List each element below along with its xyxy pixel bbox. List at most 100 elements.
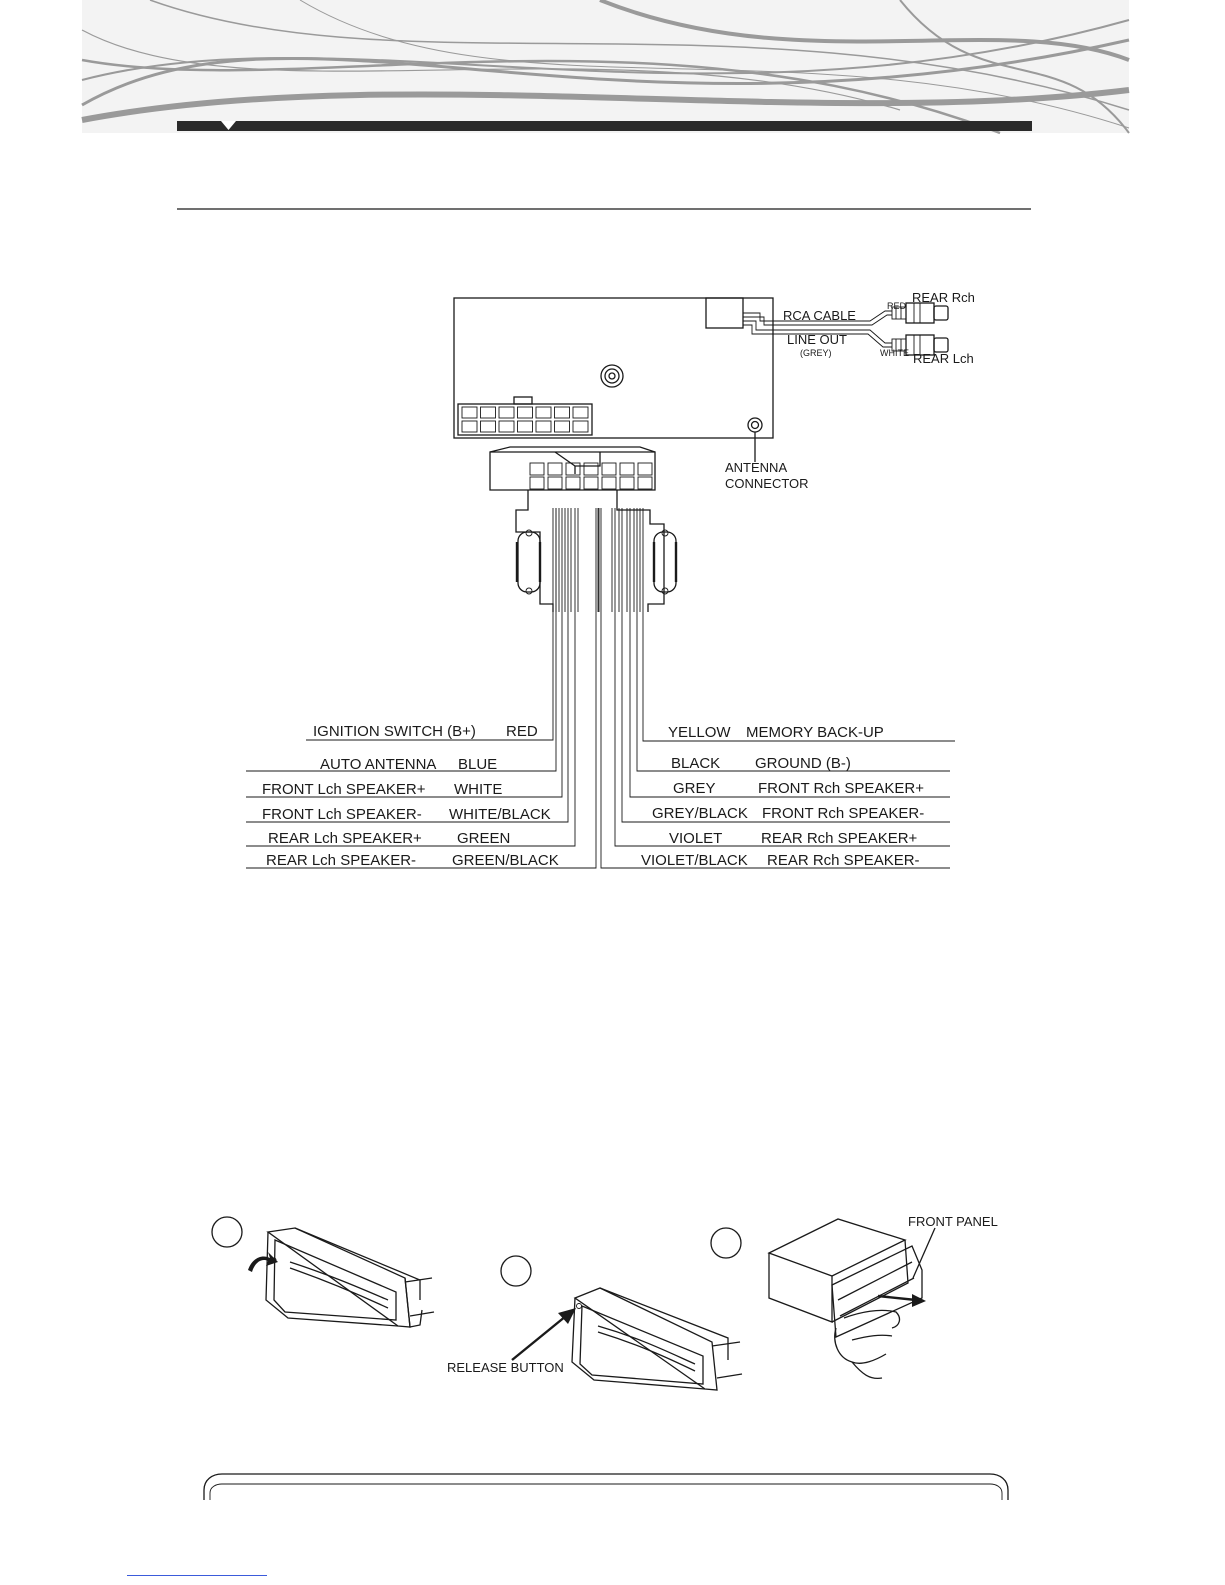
wire-label-right: VIOLET REAR Rch SPEAKER+ bbox=[669, 830, 918, 847]
step-1-marker bbox=[211, 1216, 243, 1248]
wire-right-color: YELLOW bbox=[668, 724, 731, 741]
release-button-label: RELEASE BUTTON bbox=[447, 1360, 564, 1375]
front-panel-label: FRONT PANEL bbox=[908, 1214, 998, 1229]
hand-illustration bbox=[834, 1309, 901, 1380]
flip-arrow bbox=[248, 1252, 278, 1272]
plug-pin bbox=[529, 462, 545, 476]
header-bar bbox=[177, 121, 1032, 131]
wire-left-function: REAR Lch SPEAKER- bbox=[266, 852, 416, 869]
line-out-port bbox=[705, 297, 744, 329]
socket-pin bbox=[535, 420, 552, 433]
plug-pin bbox=[637, 462, 653, 476]
release-arrow-head bbox=[558, 1308, 576, 1324]
header-notch bbox=[221, 121, 236, 130]
plug-pin bbox=[601, 476, 617, 490]
socket-pin bbox=[517, 420, 533, 433]
rear-lch-label: REAR Lch bbox=[913, 351, 974, 366]
plug-pin bbox=[583, 476, 599, 490]
step-2-marker bbox=[500, 1255, 532, 1287]
panel-step-3: FRONT PANEL bbox=[710, 1214, 998, 1380]
wire-label-left: REAR Lch SPEAKER- GREEN/BLACK bbox=[266, 852, 559, 869]
socket-pin bbox=[554, 406, 570, 419]
fuse-connector bbox=[600, 364, 624, 388]
rca-cable-label: RCA CABLE bbox=[783, 308, 856, 323]
socket-pin bbox=[480, 420, 496, 433]
step-3-marker bbox=[710, 1227, 742, 1259]
wire-left bbox=[246, 508, 557, 772]
line-out-color-label: (GREY) bbox=[800, 348, 832, 358]
wire-label-left: REAR Lch SPEAKER+ GREEN bbox=[268, 830, 510, 847]
wire-label-left: IGNITION SWITCH (B+) RED bbox=[313, 723, 538, 740]
wire-left-color: GREEN/BLACK bbox=[452, 852, 559, 869]
plug-pin bbox=[529, 476, 545, 490]
socket-pin bbox=[535, 406, 552, 419]
panel-step-2: RELEASE BUTTON bbox=[447, 1255, 743, 1391]
socket-pin bbox=[572, 406, 589, 419]
rca-cable: RCA CABLE LINE OUT (GREY) RED WHITE REAR… bbox=[743, 290, 975, 366]
pull-arrow-head bbox=[912, 1294, 926, 1307]
front-panel-illustration-1 bbox=[265, 1227, 435, 1328]
wiring-harness-plug bbox=[246, 446, 955, 869]
wire-label-left: FRONT Lch SPEAKER- WHITE/BLACK bbox=[262, 806, 551, 823]
ferrite-left bbox=[515, 529, 542, 595]
right-wire-labels: YELLOW MEMORY BACK-UP BLACK GROUND (B-) … bbox=[641, 724, 924, 869]
wire-left-color: RED bbox=[506, 723, 538, 740]
wire-right-color: GREY bbox=[673, 780, 716, 797]
panel-step-1 bbox=[211, 1216, 435, 1328]
wire-right-function: REAR Rch SPEAKER+ bbox=[761, 830, 918, 847]
rca-red-label: RED bbox=[887, 301, 907, 311]
ferrite-right bbox=[652, 529, 678, 595]
wire-label-left: FRONT Lch SPEAKER+ WHITE bbox=[262, 781, 502, 798]
wire-label-left: AUTO ANTENNA BLUE bbox=[320, 756, 497, 773]
socket-pin bbox=[498, 420, 515, 433]
wire-label-right: VIOLET/BLACK REAR Rch SPEAKER- bbox=[641, 852, 920, 869]
line-out-label: LINE OUT bbox=[787, 332, 847, 347]
wire-left-function: REAR Lch SPEAKER+ bbox=[268, 830, 422, 847]
wire-right-function: GROUND (B-) bbox=[755, 755, 851, 772]
wire-left bbox=[306, 508, 554, 741]
plug-pin bbox=[565, 476, 581, 490]
antenna-connector-label-line2: CONNECTOR bbox=[725, 476, 809, 491]
wire-label-right: YELLOW MEMORY BACK-UP bbox=[668, 724, 884, 741]
wire-left-function: AUTO ANTENNA bbox=[320, 756, 436, 773]
wire-right bbox=[600, 508, 950, 869]
plug-pin bbox=[547, 462, 563, 476]
socket-pin bbox=[572, 420, 589, 433]
wire-left-color: GREEN bbox=[457, 830, 510, 847]
rca-plug-red bbox=[891, 302, 949, 324]
front-panel-illustration-2 bbox=[571, 1287, 743, 1391]
rear-rch-label: REAR Rch bbox=[912, 290, 975, 305]
plug-pin bbox=[601, 462, 617, 476]
rca-plug-white bbox=[891, 334, 949, 356]
wire-right bbox=[642, 508, 955, 742]
plug-pin bbox=[637, 476, 653, 490]
wire-right-function: FRONT Rch SPEAKER+ bbox=[758, 780, 924, 797]
socket-pin bbox=[480, 406, 496, 419]
header-swirl-decoration bbox=[81, 0, 1130, 135]
plug-pin bbox=[619, 462, 635, 476]
header-banner bbox=[81, 0, 1130, 135]
antenna-socket bbox=[747, 417, 763, 433]
wire-right bbox=[636, 508, 950, 772]
wire-left bbox=[246, 508, 569, 823]
bottom-link-underline bbox=[127, 1575, 267, 1576]
antenna-connector-label-line1: ANTENNA bbox=[725, 460, 787, 475]
wire-label-right: GREY FRONT Rch SPEAKER+ bbox=[673, 780, 924, 797]
wire-right-function: MEMORY BACK-UP bbox=[746, 724, 884, 741]
wire-left-color: BLUE bbox=[458, 756, 497, 773]
rca-white-label: WHITE bbox=[880, 348, 909, 358]
wire-right-color: GREY/BLACK bbox=[652, 805, 748, 822]
wire-left-color: WHITE bbox=[454, 781, 502, 798]
left-wire-labels: IGNITION SWITCH (B+) RED AUTO ANTENNA BL… bbox=[262, 723, 559, 869]
footer-frame bbox=[203, 1473, 1009, 1500]
plug-pin bbox=[619, 476, 635, 490]
wire-left-function: IGNITION SWITCH (B+) bbox=[313, 723, 476, 740]
wire-left-function: FRONT Lch SPEAKER- bbox=[262, 806, 422, 823]
wire-right-color: BLACK bbox=[671, 755, 720, 772]
plug-pin bbox=[547, 476, 563, 490]
wire-label-right: BLACK GROUND (B-) bbox=[671, 755, 851, 772]
wire-right-function: FRONT Rch SPEAKER- bbox=[762, 805, 924, 822]
plug-pin bbox=[583, 462, 599, 476]
wire-left-color: WHITE/BLACK bbox=[449, 806, 551, 823]
release-arrow bbox=[511, 1315, 567, 1361]
